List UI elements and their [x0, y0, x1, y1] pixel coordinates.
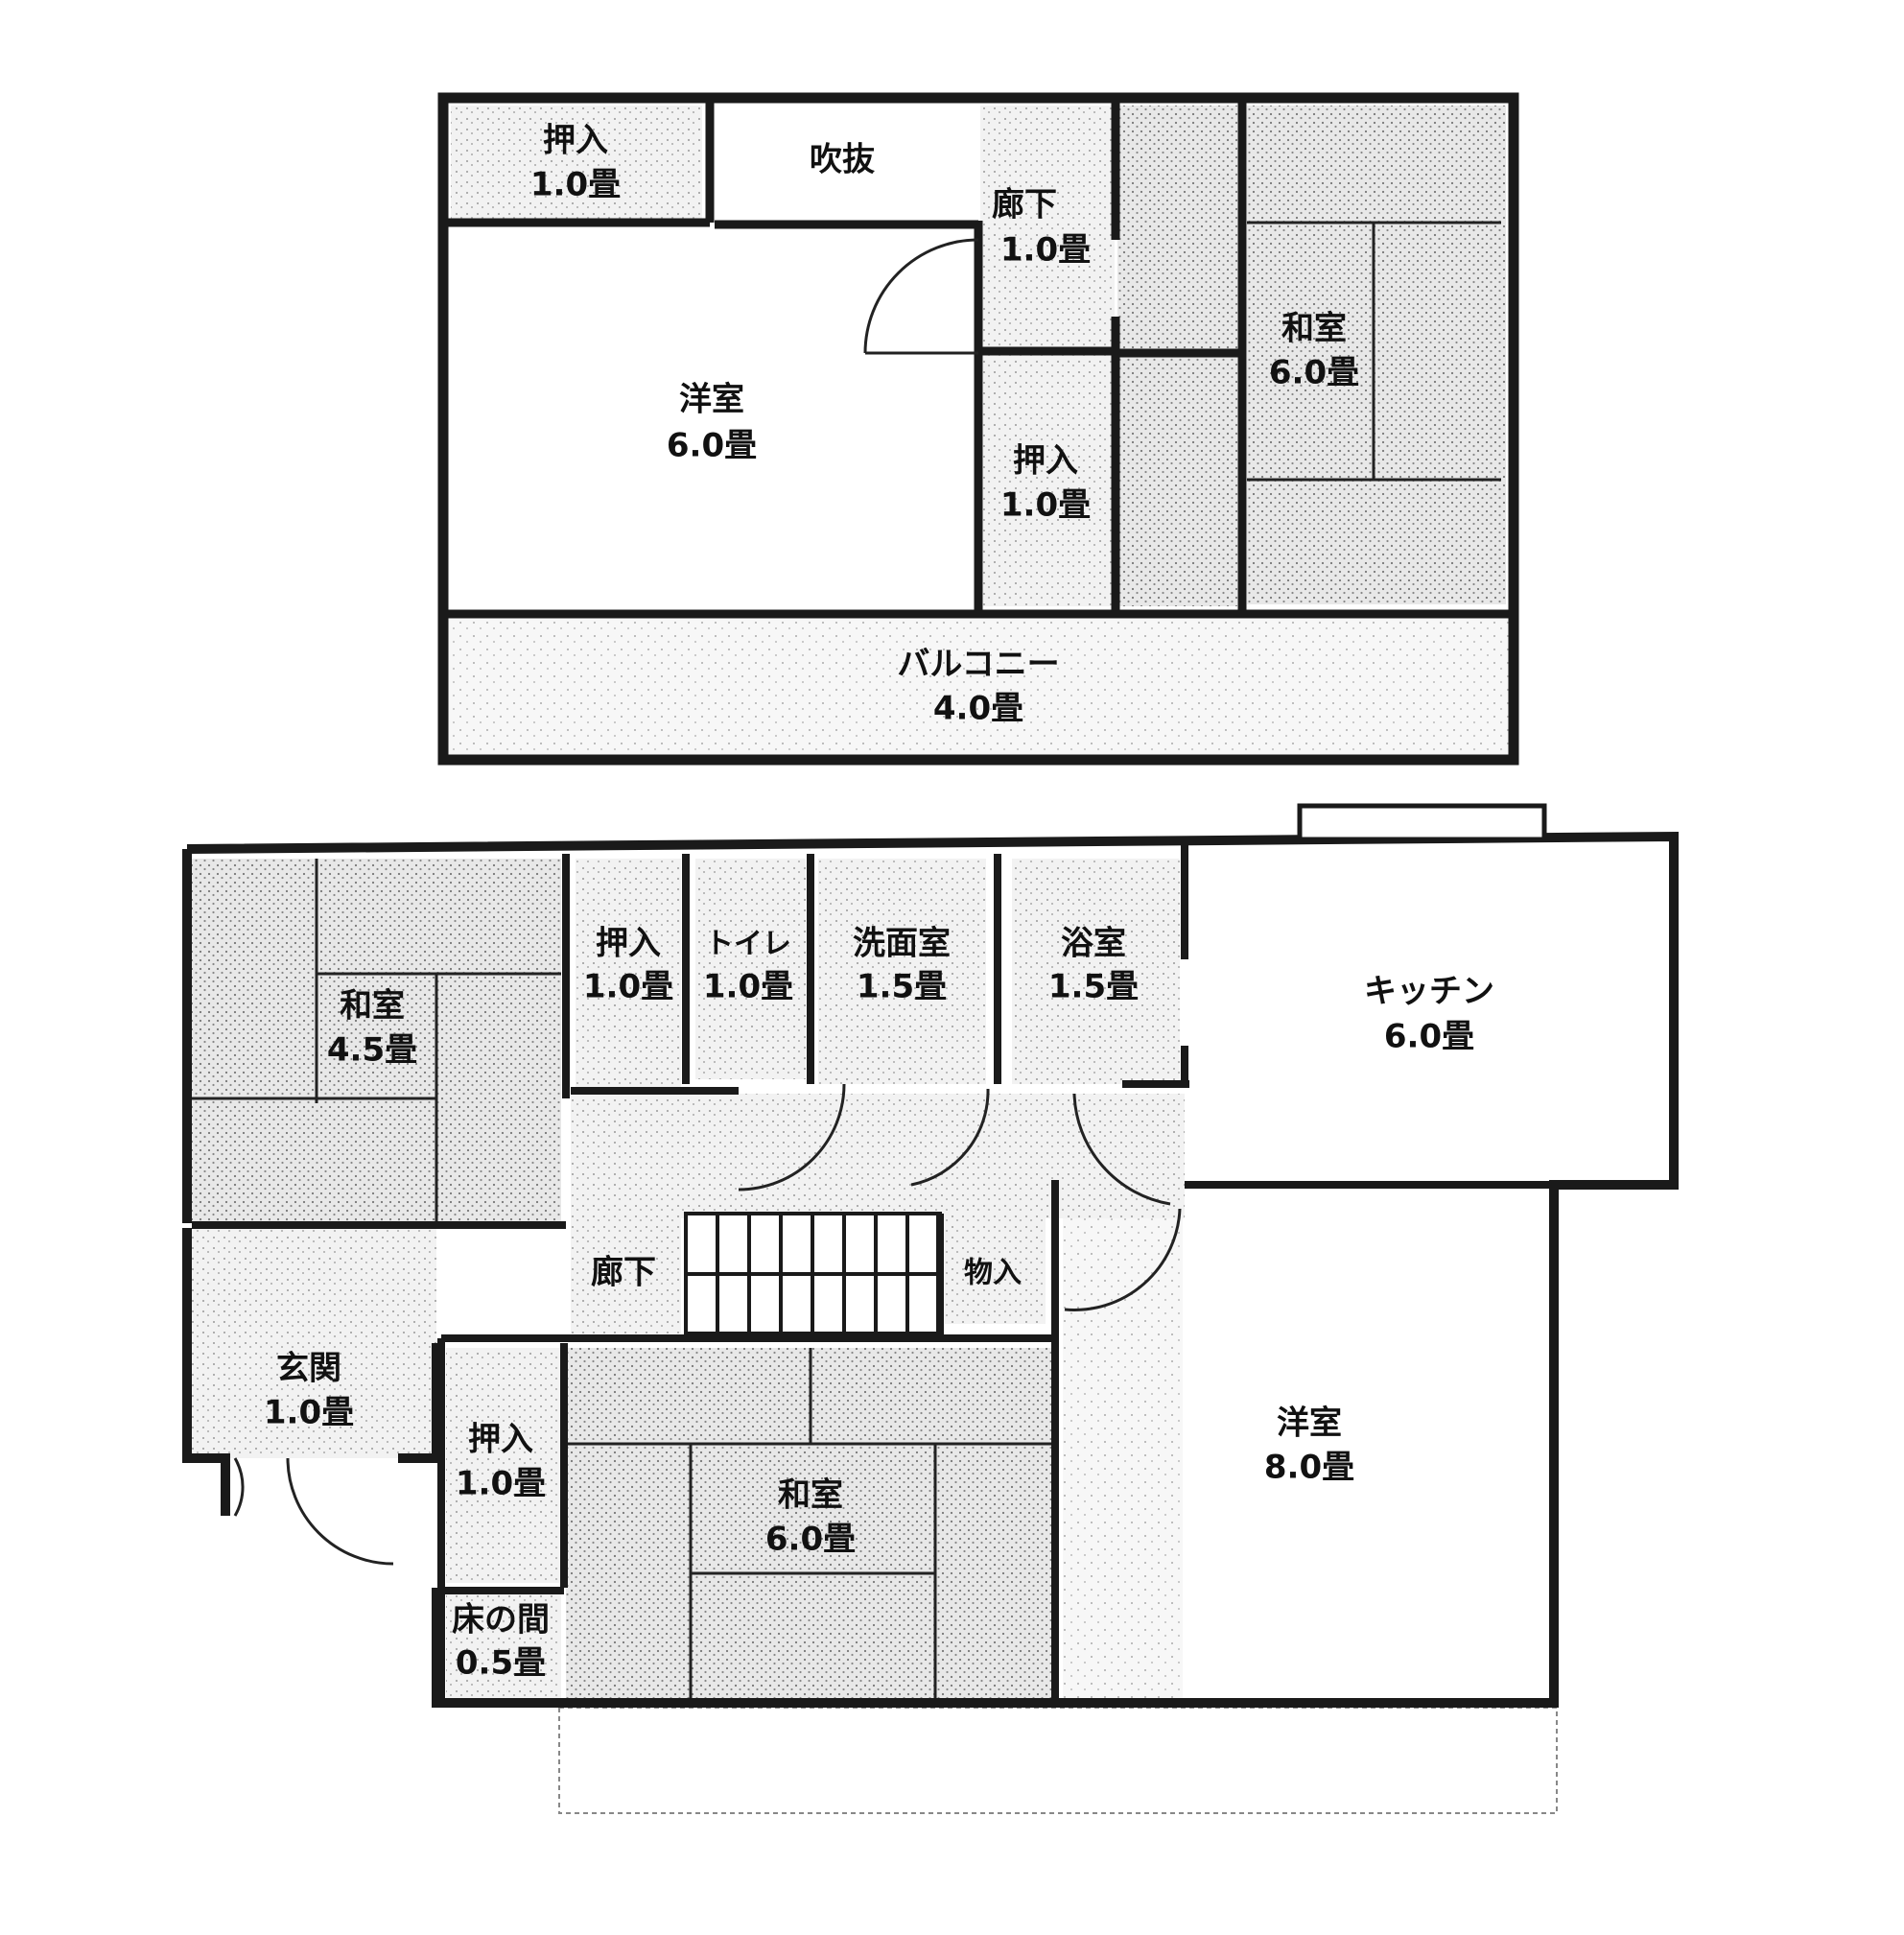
kitchen-area-label: 6.0畳 [1384, 1018, 1474, 1056]
japanese-nw-area-label: 4.5畳 [327, 1031, 417, 1070]
closet-nw-area [451, 106, 702, 221]
storage-area [945, 1218, 1046, 1324]
japanese-s-area-label: 6.0畳 [765, 1521, 856, 1559]
japanese-2f-area-label: 6.0畳 [1269, 354, 1359, 392]
porch-area [558, 1707, 1558, 1814]
kitchen-bay [1297, 803, 1547, 842]
tokonoma-area-label: 0.5畳 [456, 1644, 546, 1683]
closet-center-area [983, 355, 1113, 606]
hall-1f-name: 廊下 [591, 1254, 656, 1292]
balcony-area-label: 4.0畳 [933, 690, 1023, 728]
door-swings-1f [233, 1083, 1182, 1566]
void-name: 吹抜 [810, 141, 875, 179]
bath-area [1012, 859, 1180, 1084]
toilet-area [695, 859, 806, 1079]
tokonoma-name: 床の間 [452, 1601, 550, 1640]
closet-bottom-area-label: 1.0畳 [456, 1465, 546, 1503]
entrance-area-label: 1.0畳 [264, 1394, 354, 1432]
tokonoma-area [446, 1593, 561, 1698]
japanese-nw-area [192, 859, 561, 1223]
second-floor-outer-wall [437, 92, 1519, 766]
hall-2f-area-label: 1.0畳 [1000, 231, 1091, 270]
staircase [684, 1212, 942, 1335]
japanese-nw-name: 和室 [340, 987, 405, 1026]
balcony-name: バルコニー [897, 646, 1059, 684]
first-floor: 和室 4.5畳 押入 1.0畳 トイレ 1.0畳 洗面室 1.5畳 浴室 1.5… [182, 803, 1679, 1814]
closet-center-area-label: 1.0畳 [1000, 486, 1091, 525]
western-1f-area-label: 8.0畳 [1264, 1449, 1354, 1487]
hall-1f-area [571, 1103, 681, 1333]
tatami-strip-b [1117, 355, 1237, 606]
western-1f-name: 洋室 [1277, 1404, 1342, 1443]
bath-area-label: 1.5畳 [1048, 968, 1139, 1006]
storage-name: 物入 [964, 1257, 1022, 1290]
entrance-area [192, 1228, 436, 1458]
western-2f-area-label: 6.0畳 [667, 427, 757, 465]
washroom-area-label: 1.5畳 [857, 968, 947, 1006]
tatami-strip-a [1117, 106, 1237, 350]
bath-name: 浴室 [1061, 925, 1126, 963]
hall-2f-name: 廊下 [992, 186, 1057, 224]
interior-walls-1f [192, 844, 1554, 1708]
japanese-s-name: 和室 [778, 1476, 843, 1515]
closet-bottom-area [446, 1348, 561, 1583]
closet-top-area-label: 1.0畳 [583, 968, 673, 1006]
closet-top-name: 押入 [596, 925, 661, 963]
door-swing-2f [863, 238, 979, 354]
kitchen-name: キッチン [1364, 973, 1494, 1011]
closet-bottom-name: 押入 [468, 1421, 533, 1459]
entrance-name: 玄関 [276, 1350, 341, 1388]
western-2f-name: 洋室 [679, 381, 744, 419]
washroom-name: 洗面室 [853, 925, 951, 963]
closet-nw-area-label: 1.0畳 [530, 166, 621, 204]
japanese-2f-name: 和室 [1281, 310, 1347, 348]
walls-2f [447, 102, 1510, 619]
tatami-lines-1f [192, 859, 1055, 1698]
closet-top-area [576, 859, 681, 1094]
toilet-name: トイレ [705, 928, 791, 961]
closet-center-name: 押入 [1013, 442, 1078, 481]
second-floor: 押入 1.0畳 吹抜 廊下 1.0畳 洋室 6.0畳 押入 1.0畳 和室 6.… [437, 92, 1519, 766]
western-1f-strip [1063, 1218, 1183, 1708]
toilet-area-label: 1.0畳 [703, 968, 793, 1006]
washroom-area [818, 859, 986, 1084]
hall-2f-area [980, 106, 1115, 347]
balcony-area [447, 620, 1510, 756]
closet-nw-name: 押入 [543, 122, 608, 160]
japanese-2f-area [1247, 106, 1506, 604]
